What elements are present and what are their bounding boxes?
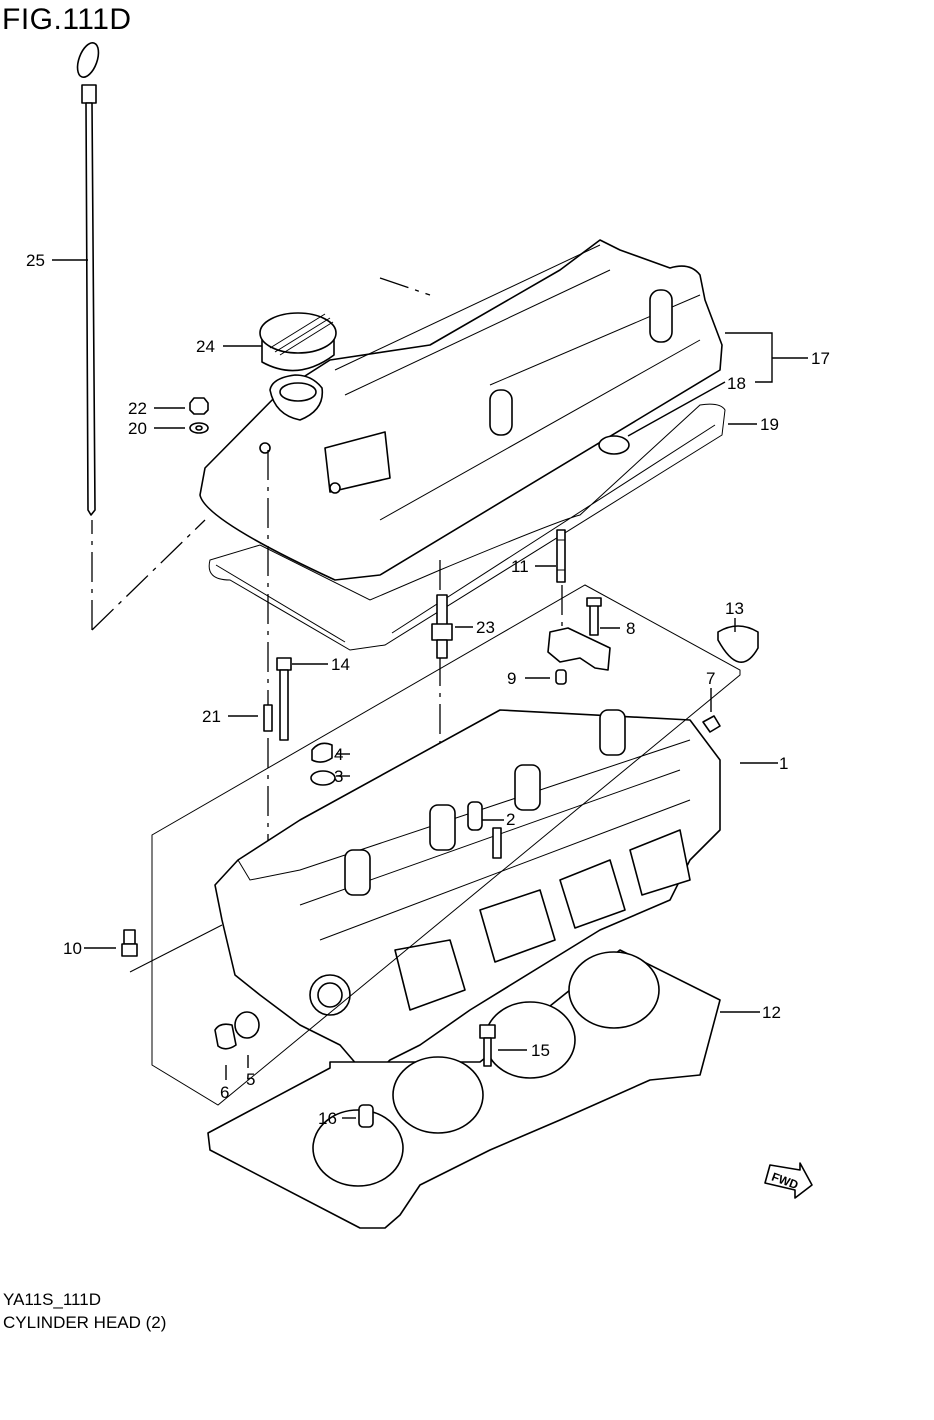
cylinder-head[interactable]: [214, 709, 721, 1081]
plug[interactable]: [702, 715, 721, 733]
seal[interactable]: [311, 742, 333, 763]
callout-2: 2: [506, 810, 515, 829]
spark-plug[interactable]: [431, 594, 453, 659]
callout-18: 18: [727, 374, 746, 393]
callout-5: 5: [246, 1070, 255, 1089]
figure-name: CYLINDER HEAD (2): [3, 1313, 167, 1332]
cover-guide: [379, 277, 431, 296]
callout-1: 1: [779, 754, 788, 773]
callout-24: 24: [196, 337, 215, 356]
head-bolt[interactable]: [276, 657, 292, 741]
dipstick[interactable]: [73, 40, 102, 516]
cylinder-head-cover[interactable]: [199, 239, 723, 581]
callout-9: 9: [507, 669, 516, 688]
figure-title: FIG.111D: [2, 3, 132, 36]
oil-seal[interactable]: [214, 1023, 237, 1050]
callout-17: 17: [811, 349, 830, 368]
component-boundary: [151, 584, 741, 1106]
forward-arrow-icon: FWD: [764, 1162, 813, 1199]
callout-15: 15: [531, 1041, 550, 1060]
callout-labels: 1 2 3 4 5 6 7 8 9 10 11 12 13 14 15 16 1…: [26, 251, 830, 1128]
callout-leaders: [52, 259, 808, 1119]
gasket-bolt[interactable]: [479, 1024, 496, 1067]
dowel-pin[interactable]: [555, 669, 567, 685]
oil-filler-cap[interactable]: [259, 312, 337, 372]
cylinder-head-gasket[interactable]: [207, 949, 721, 1229]
dipstick-guide-line-2: [91, 519, 206, 631]
callout-3: 3: [334, 767, 343, 786]
half-moon-plug[interactable]: [717, 625, 759, 664]
callout-22: 22: [128, 399, 147, 418]
callout-23: 23: [476, 618, 495, 637]
nut[interactable]: [189, 397, 209, 415]
o-ring-seal[interactable]: [234, 1011, 260, 1039]
callout-13: 13: [725, 599, 744, 618]
callout-8: 8: [626, 619, 635, 638]
gasket-boundary: [129, 924, 223, 973]
callout-12: 12: [762, 1003, 781, 1022]
o-ring[interactable]: [598, 435, 630, 455]
camshaft-cap[interactable]: [547, 597, 611, 671]
knock-pin[interactable]: [358, 1104, 374, 1128]
callout-19: 19: [760, 415, 779, 434]
stud-bolt[interactable]: [556, 529, 566, 583]
stud[interactable]: [263, 704, 273, 732]
ring[interactable]: [310, 770, 336, 786]
callout-16: 16: [318, 1109, 337, 1128]
callout-25: 25: [26, 251, 45, 270]
callout-4: 4: [334, 745, 343, 764]
figure-code: YA11S_111D: [3, 1290, 101, 1309]
callout-6: 6: [220, 1083, 229, 1102]
callout-21: 21: [202, 707, 221, 726]
callout-14: 14: [331, 655, 350, 674]
oil-pressure-switch[interactable]: [121, 929, 138, 957]
callout-10: 10: [63, 939, 82, 958]
callout-20: 20: [128, 419, 147, 438]
callout-11: 11: [511, 557, 529, 576]
callout-7: 7: [706, 669, 715, 688]
